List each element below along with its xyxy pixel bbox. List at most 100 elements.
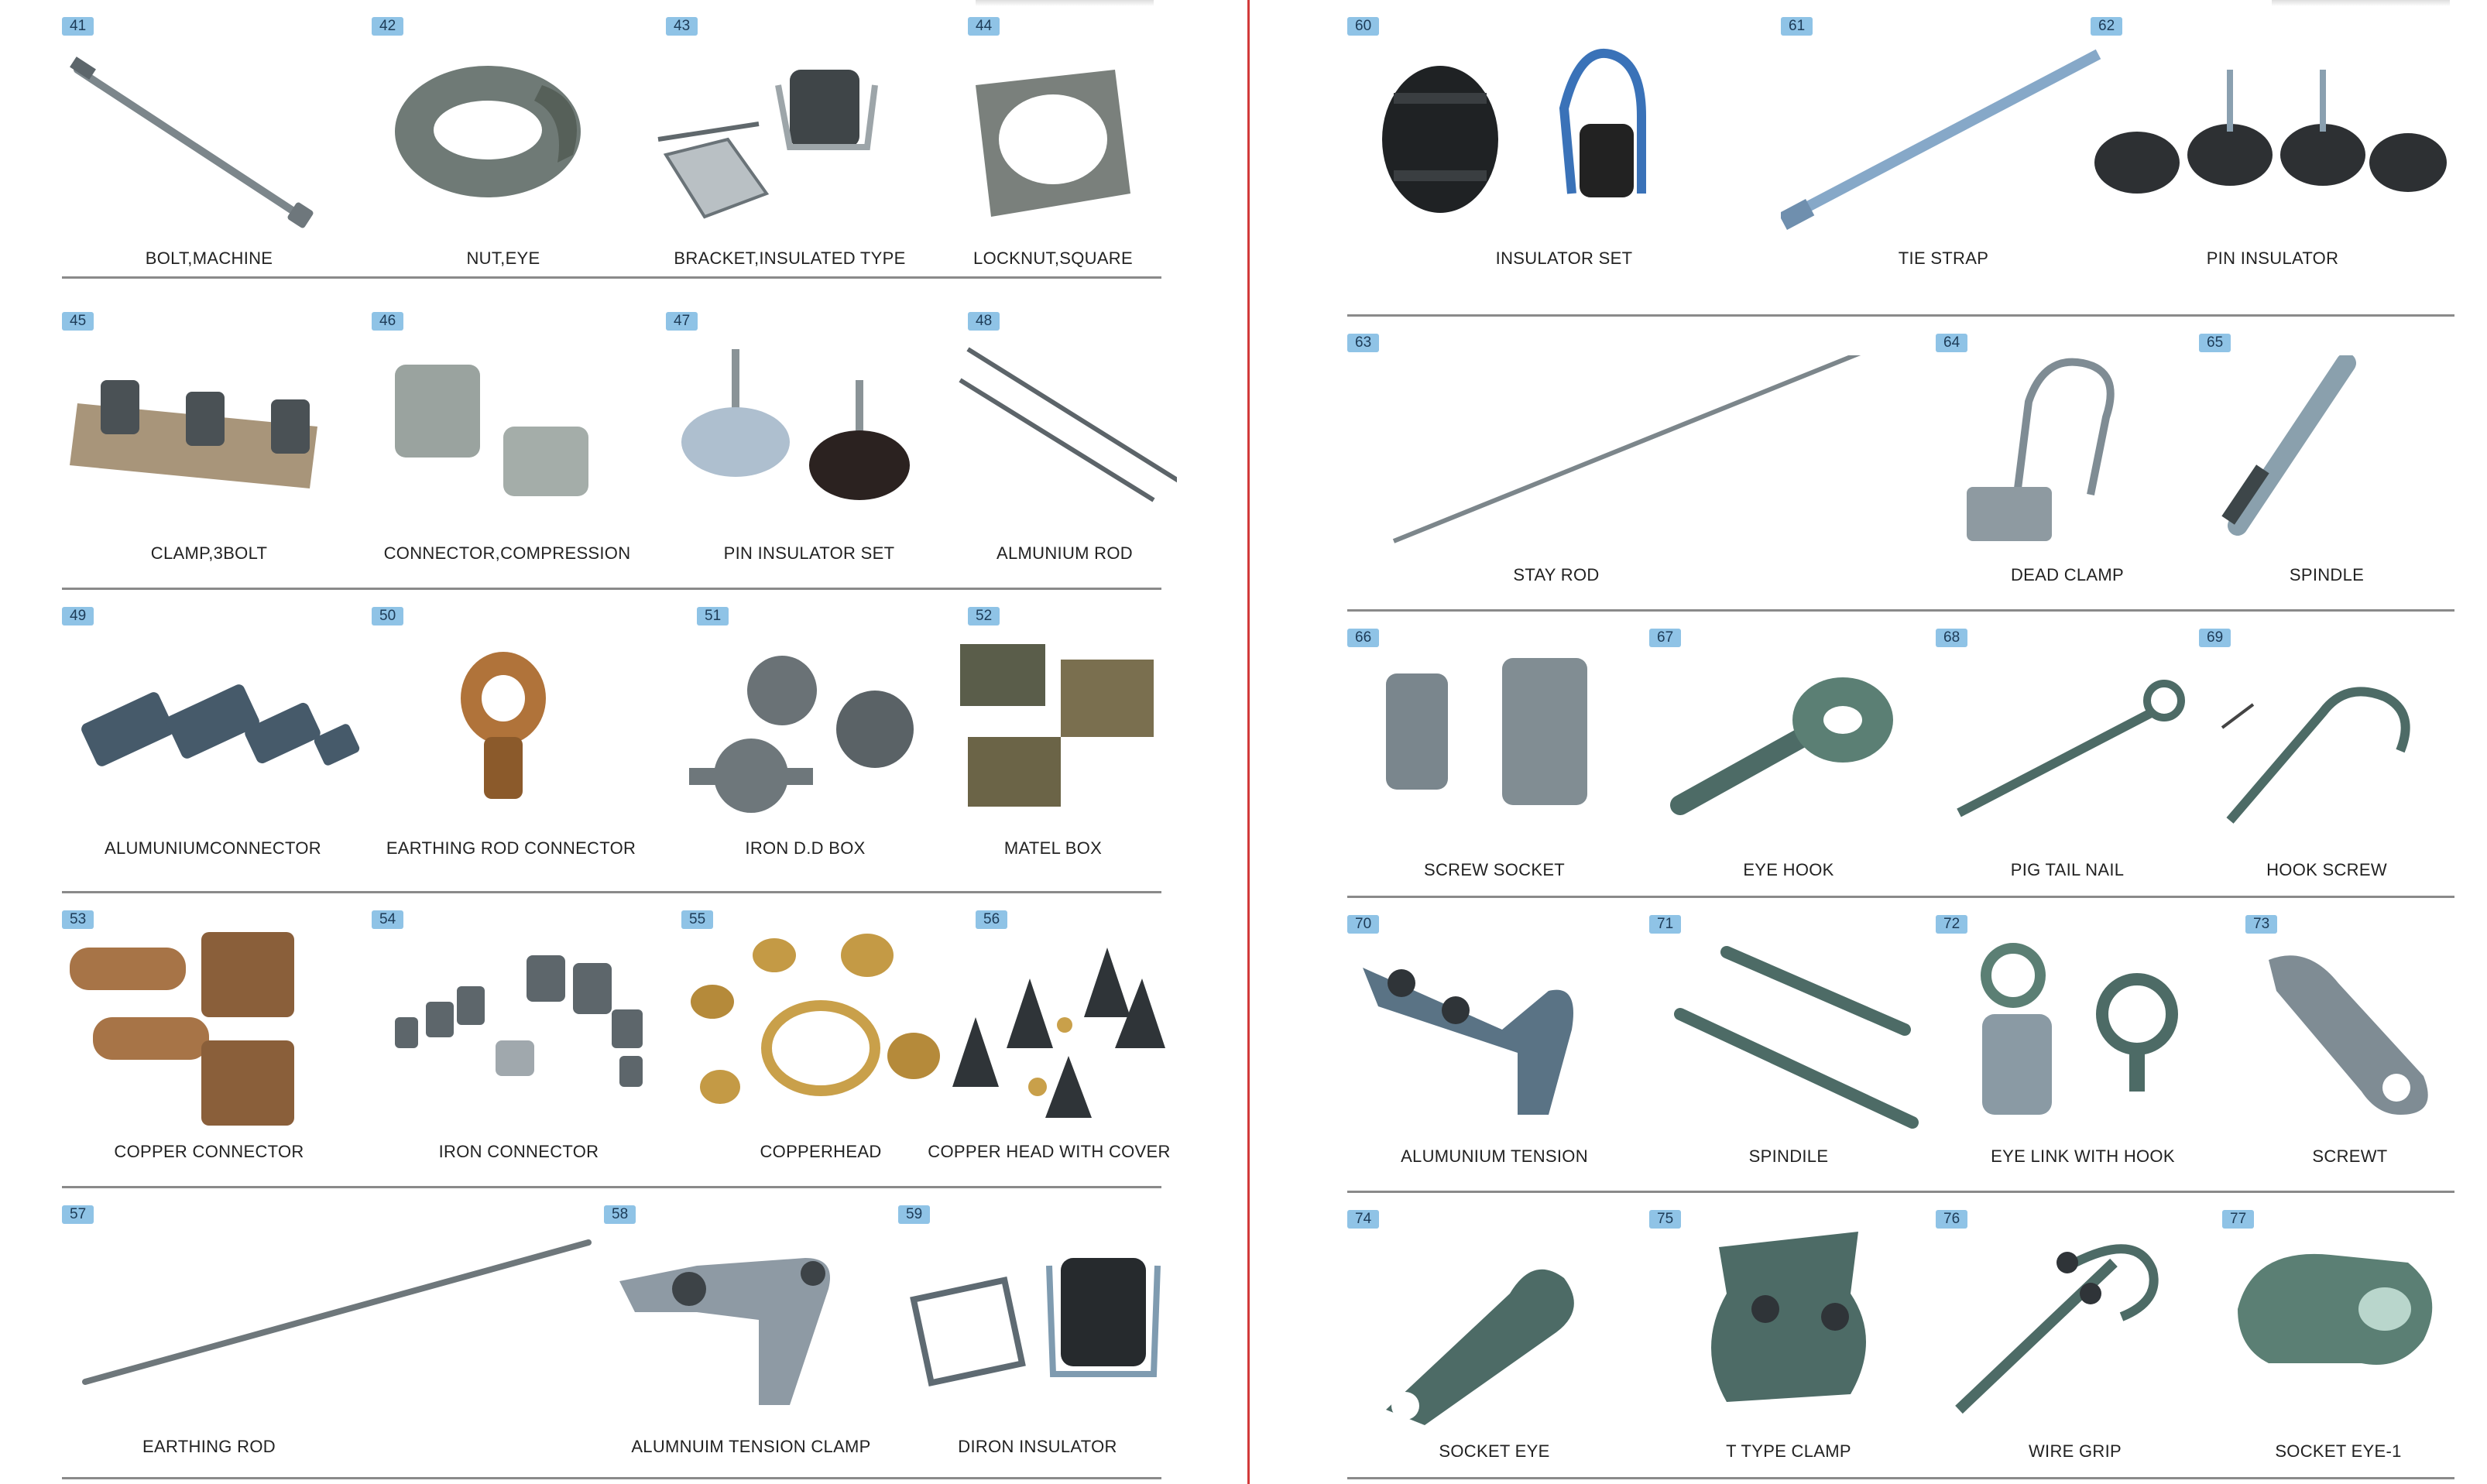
item-label: EARTHING ROD CONNECTOR — [386, 838, 636, 858]
catalog-item-44: 44 LOCKNUT,SQUARE — [945, 0, 1161, 276]
item-number-badge: 76 — [1936, 1210, 1968, 1229]
catalog-item-47: 47 PIN INSULATOR SET — [666, 295, 952, 571]
aluminium-rod-icon — [952, 334, 1177, 527]
catalog-item-65: 65 SPINDLE — [2199, 317, 2454, 593]
catalog-row-3: 66 SCREW SOCKET 67 EYE HOOK 68 PIG TAIL … — [1347, 612, 2454, 898]
page-gutter-divider — [1247, 0, 1250, 1484]
catalog-item-75: 75 T TYPE CLAMP — [1649, 1193, 1928, 1469]
catalog-item-74: 74 SOCKET EYE — [1347, 1193, 1641, 1469]
wire-grip-icon — [1936, 1232, 2214, 1425]
item-label: ALUMUNIUMCONNECTOR — [104, 838, 321, 858]
item-label: COPPERHEAD — [760, 1142, 882, 1161]
catalog-item-41: 41 BOLT,MACHINE — [62, 0, 356, 276]
item-number-badge: 58 — [604, 1205, 636, 1224]
item-label: SCREW SOCKET — [1423, 860, 1566, 879]
catalog-item-43: 43 BRACKET,INSULATED TYPE — [643, 0, 937, 276]
item-label: SOCKET EYE — [1439, 1441, 1550, 1461]
catalog-item-66: 66 SCREW SOCKET — [1347, 612, 1641, 888]
eye-hook-icon — [1649, 650, 1928, 844]
catalog-item-70: 70 ALUMUNIUM TENSION — [1347, 898, 1641, 1174]
item-label: MATEL BOX — [1003, 838, 1103, 858]
compression-connector-icon — [364, 334, 650, 527]
square-locknut-icon — [945, 39, 1161, 232]
item-number-badge: 44 — [968, 17, 1000, 36]
item-number-badge: 73 — [2245, 915, 2278, 934]
item-label: PIN INSULATOR SET — [723, 543, 895, 563]
screwt-icon — [2245, 937, 2454, 1130]
aluminium-tension-icon — [1347, 937, 1641, 1130]
catalog-row-1: 60 INSULATOR SET 61 TIE STRAP 62 PIN INS… — [1347, 0, 2454, 317]
item-number-badge: 70 — [1347, 915, 1380, 934]
item-label: EARTHING ROD — [142, 1437, 276, 1456]
hook-screw-icon — [2199, 650, 2454, 844]
catalog-item-46: 46 CONNECTOR,COMPRESSION — [364, 295, 650, 571]
item-number-badge: 45 — [62, 312, 94, 331]
row-divider — [62, 276, 1161, 279]
item-number-badge: 74 — [1347, 1210, 1380, 1229]
aluminium-connector-icon — [62, 629, 364, 822]
item-number-badge: 49 — [62, 607, 94, 625]
spindile-icon — [1649, 937, 1928, 1130]
item-number-badge: 69 — [2199, 629, 2231, 647]
copper-head-cover-icon — [921, 932, 1177, 1126]
catalog-item-56: 56 COPPER HEAD WITH COVER — [921, 893, 1177, 1170]
row-divider — [1347, 1477, 2454, 1479]
item-number-badge: 46 — [372, 312, 404, 331]
item-label: INSULATOR SET — [1495, 248, 1633, 268]
catalog-item-69: 69 HOOK SCREW — [2199, 612, 2454, 888]
catalog-row-5: 57 EARTHING ROD 58 ALUMNUIM TENSION CLAM… — [62, 1188, 1161, 1484]
item-label: TIE STRAP — [1898, 248, 1989, 268]
item-number-badge: 61 — [1781, 17, 1813, 36]
catalog-item-52: 52 MATEL BOX — [937, 590, 1169, 866]
row-divider — [1347, 1191, 2454, 1193]
item-label: SPINDLE — [2289, 565, 2365, 584]
catalog-item-50: 50 EARTHING ROD CONNECTOR — [364, 590, 658, 866]
screw-socket-icon — [1347, 650, 1641, 844]
item-label: ALMUNIUM ROD — [997, 543, 1133, 563]
catalog-item-68: 68 PIG TAIL NAIL — [1936, 612, 2199, 888]
catalog-item-64: 64 DEAD CLAMP — [1936, 317, 2199, 593]
item-label: COPPER HEAD WITH COVER — [928, 1142, 1171, 1161]
item-label: DEAD CLAMP — [2010, 565, 2125, 584]
insulated-bracket-icon — [643, 39, 937, 232]
catalog-item-76: 76 WIRE GRIP — [1936, 1193, 2214, 1469]
item-number-badge: 75 — [1649, 1210, 1682, 1229]
item-number-badge: 42 — [372, 17, 404, 36]
catalog-item-72: 72 EYE LINK WITH HOOK — [1936, 898, 2230, 1174]
row-divider — [62, 1186, 1161, 1188]
item-number-badge: 77 — [2222, 1210, 2255, 1229]
row-divider — [62, 1477, 1161, 1479]
catalog-item-48: 48 ALMUNIUM ROD — [952, 295, 1177, 571]
cropped-header-fragment — [2272, 0, 2450, 6]
catalog-item-49: 49 ALUMUNIUMCONNECTOR — [62, 590, 364, 866]
catalog-row-3: 49 ALUMUNIUMCONNECTOR 50 EARTHING ROD CO… — [62, 590, 1161, 893]
catalog-item-42: 42 NUT,EYE — [372, 0, 635, 276]
item-number-badge: 51 — [697, 607, 729, 625]
copperhead-icon — [681, 932, 960, 1126]
item-label: CLAMP,3BOLT — [150, 543, 268, 563]
metal-box-icon — [937, 629, 1169, 822]
item-number-badge: 59 — [898, 1205, 931, 1224]
earthing-rod-icon — [62, 1227, 604, 1421]
item-number-badge: 68 — [1936, 629, 1968, 647]
item-label: EYE HOOK — [1743, 860, 1834, 879]
dead-clamp-icon — [1936, 355, 2199, 549]
iron-dd-box-icon — [658, 629, 952, 822]
insulator-set-icon — [1347, 39, 1781, 232]
socket-eye-1-icon — [2222, 1232, 2454, 1425]
item-label: ALUMNUIM TENSION CLAMP — [631, 1437, 871, 1456]
item-number-badge: 52 — [968, 607, 1000, 625]
left-catalog-page: 41 BOLT,MACHINE 42 NUT,EYE 43 BRACKET,IN… — [62, 0, 1177, 1484]
item-number-badge: 43 — [666, 17, 698, 36]
catalog-item-53: 53 COPPER CONNECTOR — [62, 893, 356, 1170]
tie-strap-icon — [1781, 39, 2106, 232]
item-label: DIRON INSULATOR — [958, 1437, 1117, 1456]
eye-link-hook-icon — [1936, 937, 2230, 1130]
pig-tail-nail-icon — [1936, 650, 2199, 844]
catalog-row-2: 45 CLAMP,3BOLT 46 CONNECTOR,COMPRESSION … — [62, 295, 1177, 590]
three-bolt-clamp-icon — [62, 334, 356, 527]
pin-insulator-icon — [2091, 39, 2454, 232]
row-divider — [1347, 314, 2454, 317]
item-label: T TYPE CLAMP — [1726, 1441, 1851, 1461]
item-label: SOCKET EYE-1 — [2275, 1441, 2402, 1461]
